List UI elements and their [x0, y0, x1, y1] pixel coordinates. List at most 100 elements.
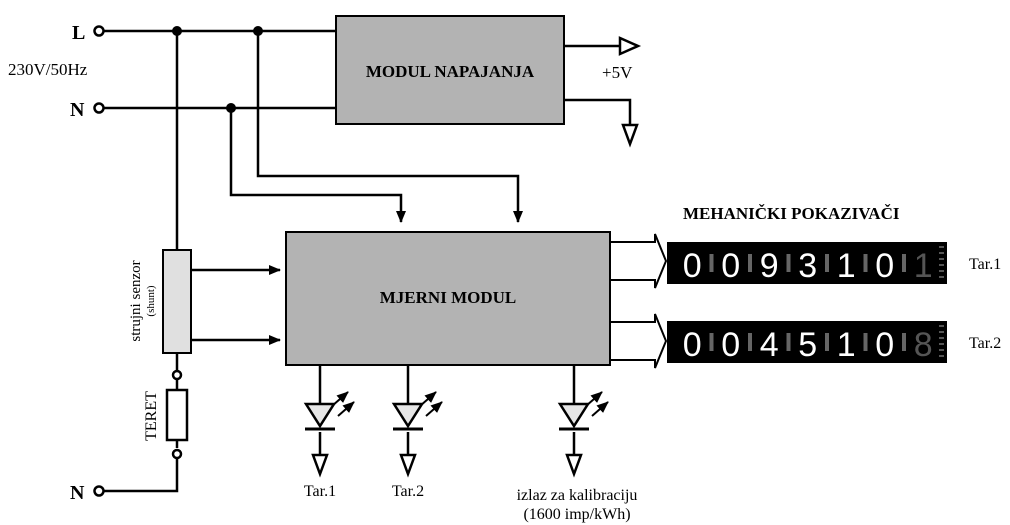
counter-edge-tick	[939, 258, 944, 260]
load-resistor	[165, 388, 189, 442]
terminal-load-top	[171, 369, 183, 381]
junction-l2	[253, 26, 263, 36]
counter-edge-tick	[939, 276, 944, 278]
terminal-label-n-bottom: N	[70, 482, 85, 504]
counters-heading: MEHANIČKI POKAZIVAČI	[683, 204, 900, 223]
counter-edge-tick	[939, 270, 944, 272]
counter-digit: 0	[721, 247, 740, 285]
counter-separator	[709, 254, 714, 272]
ground-arrow	[621, 123, 639, 148]
counter-digit: 0	[683, 247, 702, 285]
terminal-n-top	[93, 102, 105, 114]
led-calibration	[557, 391, 609, 478]
counter-separator	[786, 254, 791, 272]
counter-last-digit: 1	[914, 247, 933, 285]
counter-digit: 1	[837, 247, 856, 285]
terminal-n-bottom	[93, 485, 105, 497]
led-tar2-ray-2	[425, 401, 443, 417]
power-module-title: MODUL NAPAJANJA	[366, 62, 535, 81]
counter-edge-tick	[939, 337, 944, 339]
measure-module-title: MJERNI MODUL	[380, 288, 516, 307]
led-tar1-label: Tar.1	[304, 483, 336, 500]
wires	[104, 29, 632, 493]
counter-separator	[902, 254, 906, 272]
counter-separator	[825, 254, 829, 272]
led-tar2-ground-arrow	[399, 453, 417, 478]
counter-edge-tick	[939, 331, 944, 333]
counter-edge-tick	[939, 246, 944, 248]
junctions	[172, 26, 263, 113]
counter-background	[667, 242, 947, 284]
counter-tariff-label: Tar.1	[969, 256, 1001, 273]
counter-separator	[709, 333, 714, 351]
led-tar2-ray-1	[419, 391, 437, 407]
load-label: TERET	[143, 391, 160, 441]
counter-output-arrow-2	[609, 313, 668, 369]
counter-tariff-label: Tar.2	[969, 335, 1001, 352]
wire-load-to-n	[104, 459, 179, 493]
counter-digit: 0	[721, 326, 740, 364]
counter-edge-tick	[939, 343, 944, 345]
counter-separator	[902, 333, 906, 351]
supply-label: 230V/50Hz	[8, 60, 88, 79]
current-sensor-box	[162, 249, 192, 354]
counter-edge-tick	[939, 264, 944, 266]
counter-digit: 4	[760, 326, 779, 364]
led-tar1-ray-1	[331, 391, 349, 407]
terminal-label-n-top: N	[70, 99, 85, 121]
counter-edge-tick	[939, 349, 944, 351]
current-sensor-labels: strujni senzor (shunt)	[128, 260, 157, 341]
counter-digit: 0	[875, 247, 894, 285]
counter-digit: 9	[760, 247, 779, 285]
led-tar2	[391, 391, 443, 478]
current-sensor-sublabel: (shunt)	[145, 285, 157, 317]
counter-edge-tick	[939, 325, 944, 327]
counter-separator	[863, 333, 868, 351]
counter-digit: 3	[798, 247, 817, 285]
led-tar1-triangle	[303, 402, 337, 429]
terminal-load-bottom	[171, 448, 183, 460]
wire-ground	[564, 98, 632, 125]
led-calibration-triangle	[557, 402, 591, 429]
counter-separator	[748, 254, 752, 272]
led-calibration-rate: (1600 imp/kWh)	[523, 506, 630, 523]
led-tar1-ray-2	[337, 401, 355, 417]
output-5v-arrow	[618, 36, 642, 56]
counter-separator	[748, 333, 752, 351]
terminal-l	[93, 25, 105, 37]
counter-separator	[825, 333, 829, 351]
counter-background	[667, 321, 947, 363]
counter-output-arrow-1	[609, 233, 668, 289]
counter-digit: 0	[875, 326, 894, 364]
counter-separator	[786, 333, 791, 351]
led-calibration-ray-1	[585, 391, 603, 407]
led-tar2-triangle	[391, 402, 425, 429]
led-tar1	[303, 391, 355, 478]
power-module-box	[335, 15, 565, 125]
led-calibration-label: izlaz za kalibraciju	[517, 487, 638, 504]
measure-module-box	[285, 231, 611, 366]
led-calibration-ground-arrow	[565, 453, 583, 478]
counter-digit: 0	[683, 326, 702, 364]
counter-edge-tick	[939, 355, 944, 357]
terminals	[93, 25, 183, 497]
counter-edge-tick	[939, 252, 944, 254]
counter-digit: 5	[798, 326, 817, 364]
wire-l-to-module	[256, 31, 523, 223]
counter-last-digit: 8	[914, 326, 933, 364]
led-tar2-label: Tar.2	[392, 483, 424, 500]
output-5v-label: +5V	[602, 63, 633, 82]
led-calibration-ray-2	[591, 401, 609, 417]
junction-l1	[172, 26, 182, 36]
led-tar1-ground-arrow	[311, 453, 329, 478]
junction-n1	[226, 103, 236, 113]
wire-n-to-module	[229, 108, 406, 223]
counter-digit: 1	[837, 326, 856, 364]
terminal-label-l: L	[72, 22, 85, 44]
counter-separator	[863, 254, 868, 272]
